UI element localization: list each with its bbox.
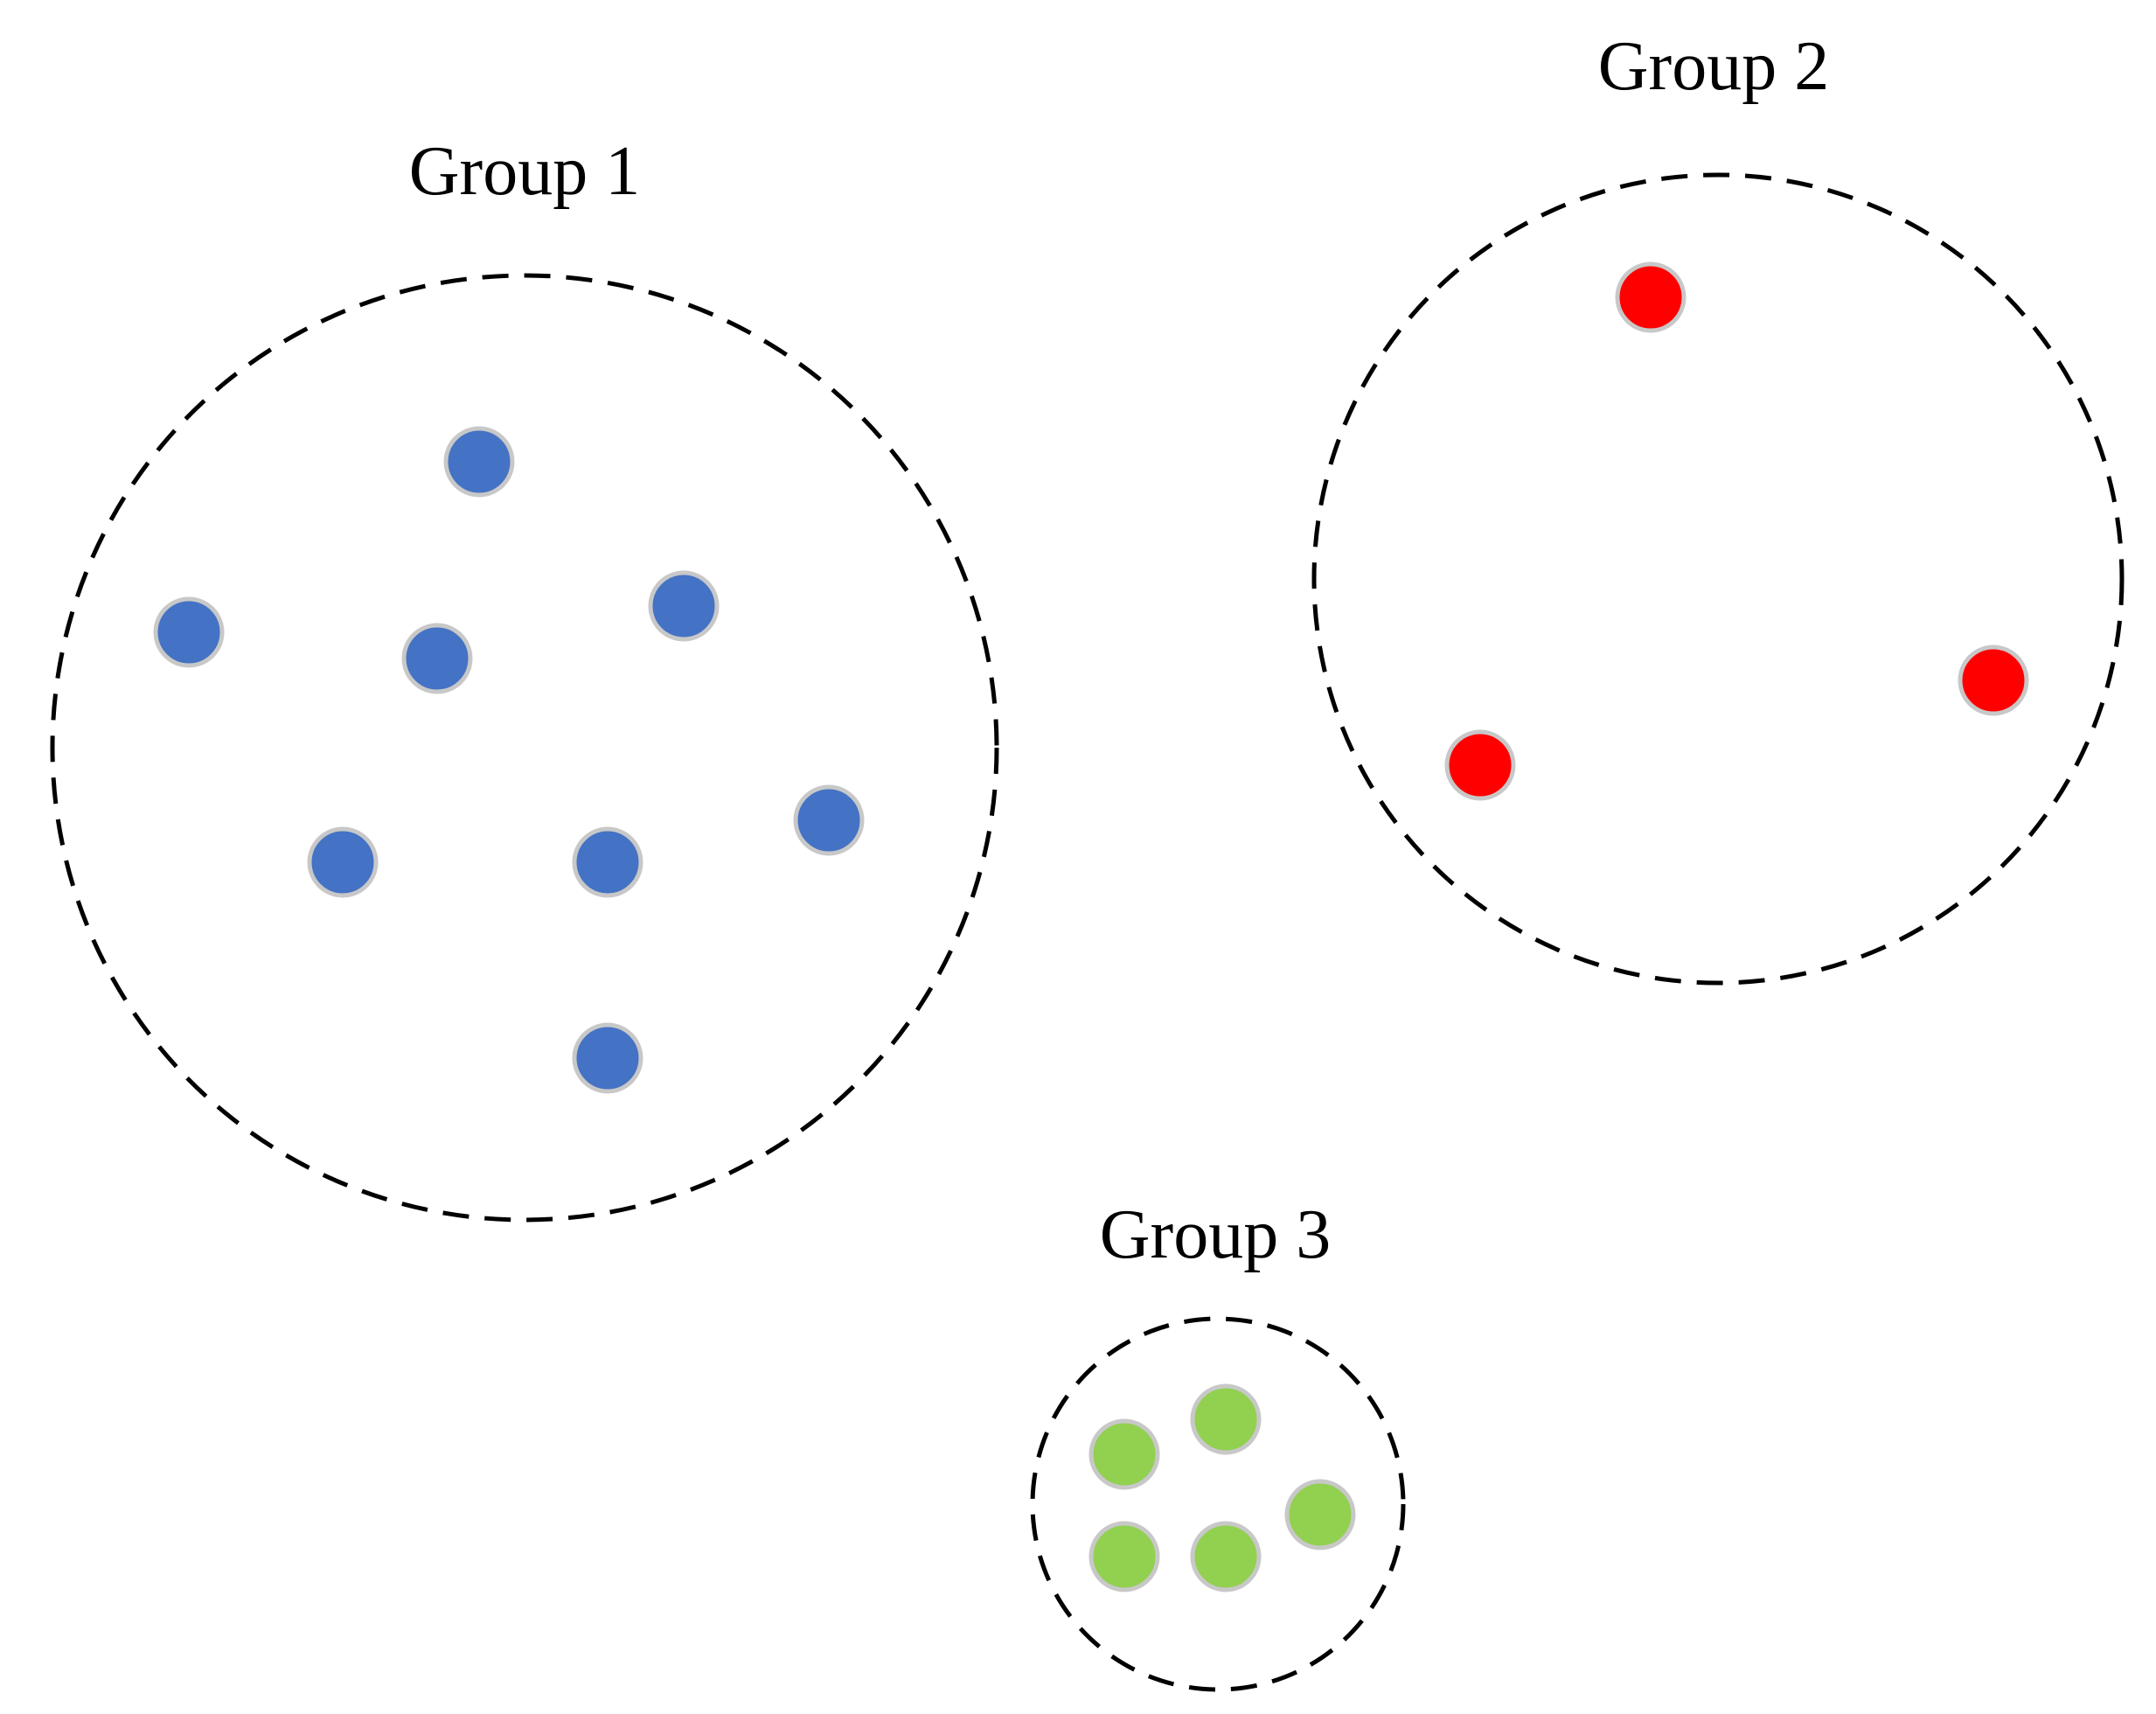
group-3: Group 3 [1030, 1196, 1406, 1692]
group-2-point [1444, 729, 1516, 801]
group-1-point [793, 784, 865, 856]
group-1-boundary [50, 273, 999, 1223]
group-3-members [1088, 1383, 1356, 1592]
group-2-members [1444, 261, 2029, 801]
group-2-boundary [1311, 172, 2125, 986]
group-1-point [401, 623, 473, 694]
group-3-point [1284, 1479, 1356, 1550]
group-3-point [1088, 1418, 1160, 1490]
group-1-point [153, 596, 225, 668]
group-1-label: Group 1 [409, 133, 640, 210]
group-1-members [153, 426, 865, 1094]
group-3-point [1190, 1383, 1262, 1455]
group-2: Group 2 [1311, 28, 2125, 986]
group-1-point [443, 426, 515, 498]
group-2-point [1958, 644, 2029, 716]
group-1-point [572, 1022, 643, 1094]
group-1-point [307, 826, 379, 898]
group-3-label: Group 3 [1100, 1196, 1331, 1273]
group-2-point [1615, 261, 1687, 333]
group-1-point [648, 570, 720, 642]
group-3-boundary [1030, 1316, 1406, 1692]
group-2-label: Group 2 [1598, 28, 1829, 105]
group-3-point [1088, 1521, 1160, 1592]
group-3-point [1190, 1521, 1262, 1592]
group-1-point [572, 826, 643, 898]
group-1: Group 1 [50, 133, 999, 1223]
